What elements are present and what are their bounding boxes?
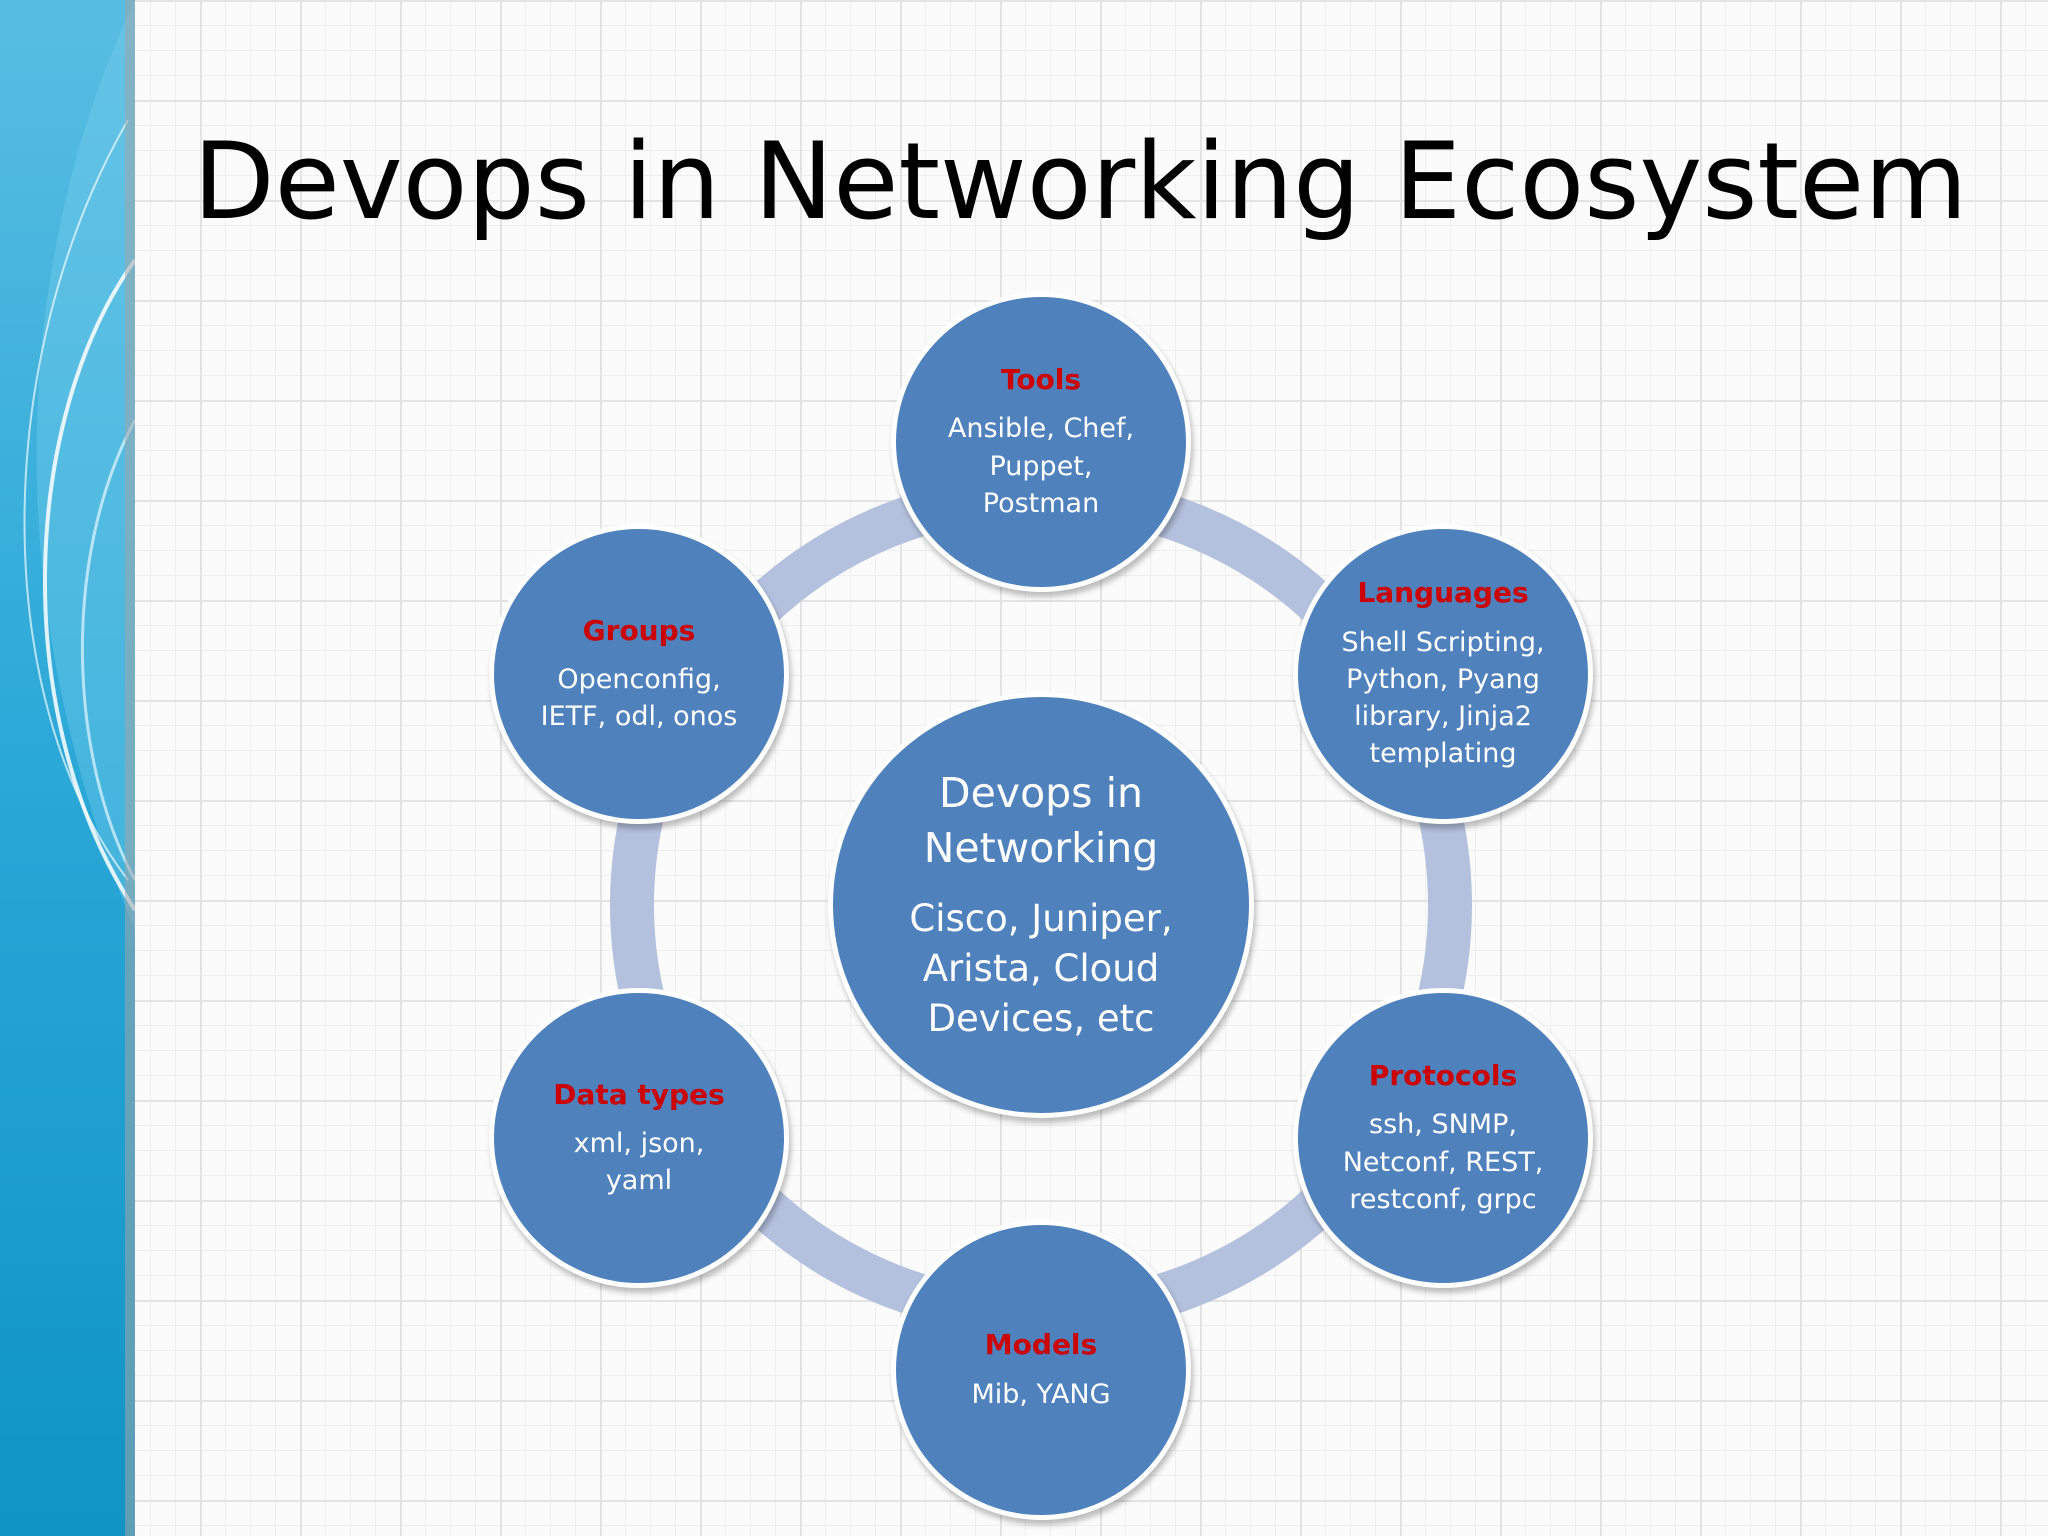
node-devops-in-networking: Devops in Networking Cisco, Juniper, Ari… [828, 692, 1254, 1118]
node-body: xml, json, yaml [574, 1125, 705, 1200]
node-body: Openconfig, IETF, odl, onos [541, 661, 738, 736]
node-heading: Tools [1001, 362, 1081, 398]
node-models: Models Mib, YANG [891, 1220, 1191, 1520]
node-heading: Models [985, 1327, 1097, 1363]
node-heading: Groups [583, 613, 696, 649]
node-tools: Tools Ansible, Chef, Puppet, Postman [891, 292, 1191, 592]
center-body: Cisco, Juniper, Arista, Cloud Devices, e… [909, 894, 1172, 1044]
node-protocols: Protocols ssh, SNMP, Netconf, REST, rest… [1293, 988, 1593, 1288]
node-data-types: Data types xml, json, yaml [489, 988, 789, 1288]
node-body: Mib, YANG [971, 1376, 1110, 1413]
node-languages: Languages Shell Scripting, Python, Pyang… [1293, 524, 1593, 824]
node-body: Ansible, Chef, Puppet, Postman [948, 410, 1134, 522]
node-heading: Protocols [1369, 1058, 1517, 1094]
node-heading: Data types [553, 1077, 725, 1113]
node-body: ssh, SNMP, Netconf, REST, restconf, grpc [1343, 1106, 1544, 1218]
node-heading: Languages [1357, 575, 1528, 611]
node-groups: Groups Openconfig, IETF, odl, onos [489, 524, 789, 824]
center-heading: Devops in Networking [924, 766, 1159, 877]
node-body: Shell Scripting, Python, Pyang library, … [1341, 624, 1544, 773]
